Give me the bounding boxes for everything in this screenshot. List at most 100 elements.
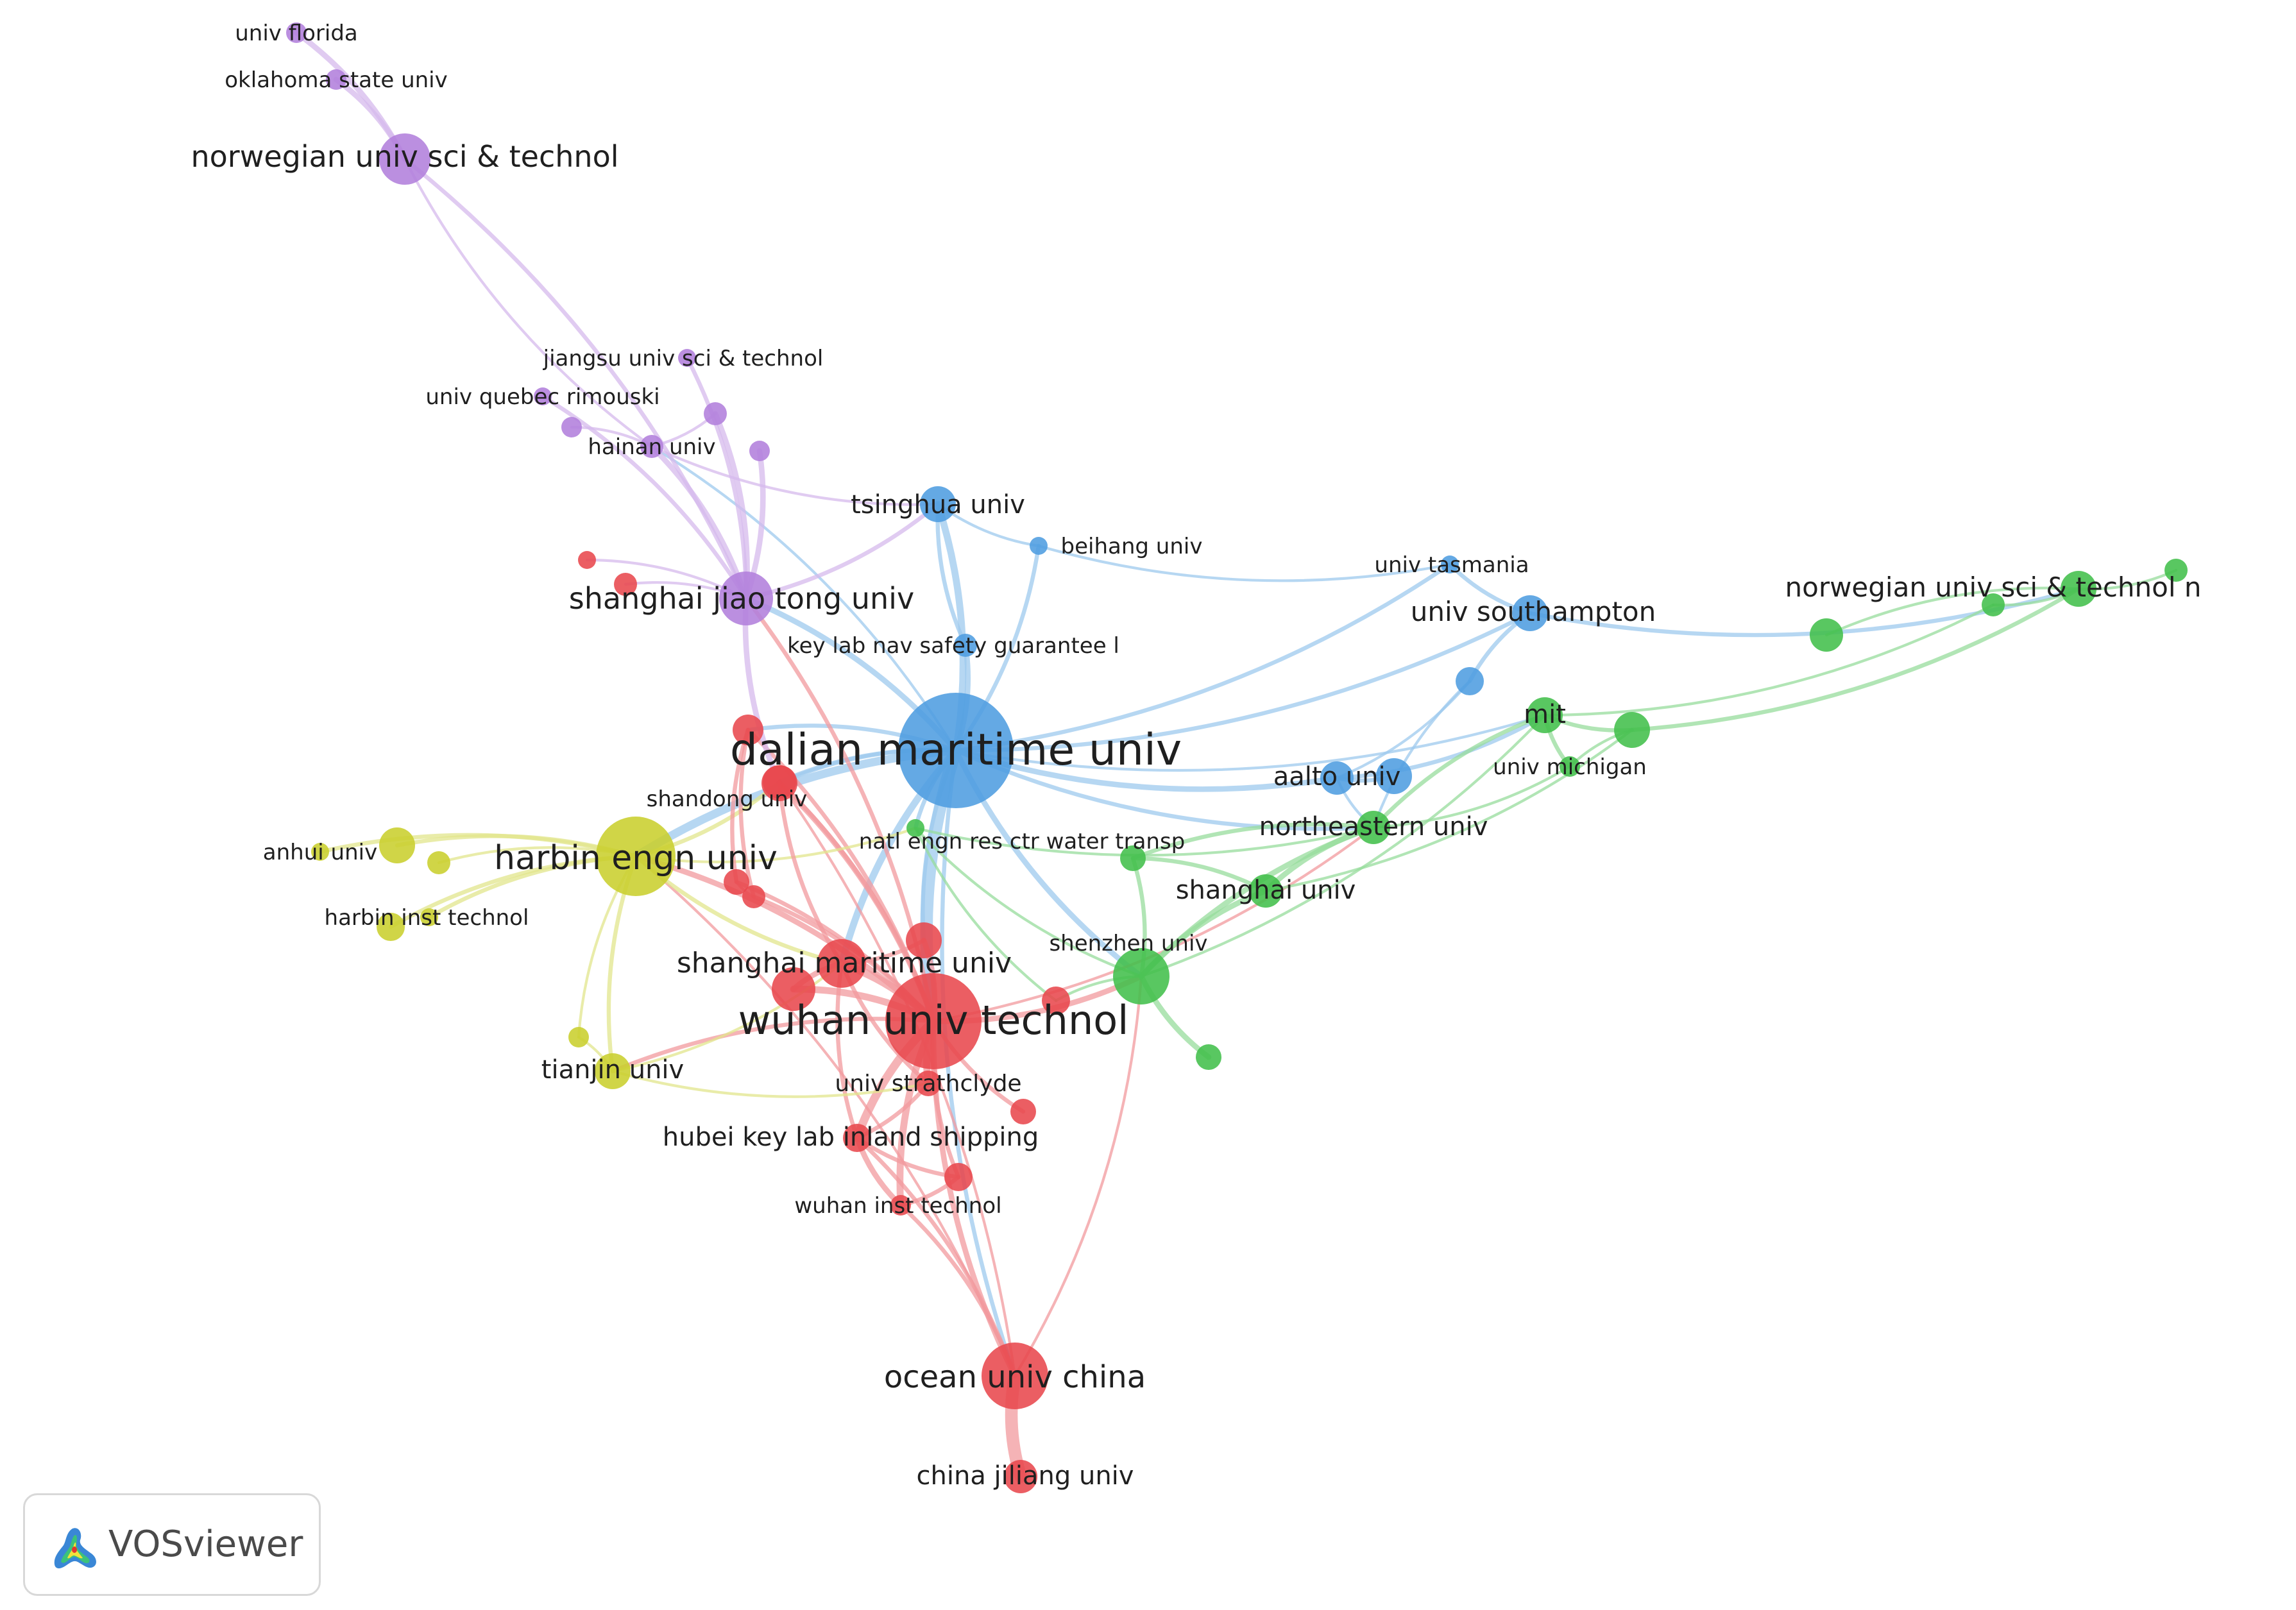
label-wit[interactable]: wuhan inst technol [794,1193,1001,1219]
node-ner[interactable] [906,819,924,837]
label-hnu[interactable]: hainan univ [588,434,715,460]
link-shu-g5 [1130,856,1268,894]
label-hkl[interactable]: hubei key lab inland shipping [663,1123,1039,1152]
label-just[interactable]: jiangsu univ sci & technol [543,346,824,371]
node-g4[interactable] [1810,618,1843,652]
vosviewer-logo: VOSviewer [23,1493,321,1596]
label-neu[interactable]: northeastern univ [1259,812,1488,842]
node-wit[interactable] [890,1195,911,1216]
node-ouc[interactable] [982,1343,1048,1409]
label-mit[interactable]: mit [1524,700,1566,729]
node-tsu[interactable] [920,486,956,522]
label-ouc[interactable]: ocean univ china [884,1359,1146,1395]
node-aalto[interactable] [1320,761,1354,795]
label-beih[interactable]: beihang univ [1061,534,1203,559]
label-heu[interactable]: harbin engn univ [494,839,778,877]
node-nust[interactable] [379,133,430,185]
node-r4[interactable] [761,765,797,801]
node-tju[interactable] [595,1053,631,1089]
node-smu[interactable] [817,939,866,988]
label-tsu[interactable]: tsinghua univ [851,490,1025,520]
node-hit[interactable] [420,908,438,926]
node-wut[interactable] [885,973,982,1069]
node-b1[interactable] [1376,758,1412,794]
label-uqar[interactable]: univ quebec rimouski [425,384,659,410]
node-g2[interactable] [1982,593,2005,616]
node-shz[interactable] [1113,948,1169,1004]
node-nustn[interactable] [2061,571,2096,607]
node-uqar[interactable] [534,387,552,405]
label-soton[interactable]: univ southampton [1411,596,1656,627]
label-keylab[interactable]: key lab nav safety guarantee l [787,633,1119,659]
node-neu[interactable] [1357,811,1390,844]
node-p1[interactable] [704,402,727,425]
label-smu[interactable]: shanghai maritime univ [677,947,1012,979]
node-heu[interactable] [596,817,676,896]
label-sjtu[interactable]: shanghai jiao tong univ [569,581,914,616]
label-tju[interactable]: tianjin univ [541,1055,684,1085]
link-shz-mit [1139,713,1547,978]
node-y1[interactable] [379,827,415,863]
node-g5[interactable] [1120,845,1146,871]
node-beih[interactable] [1030,537,1048,555]
label-shz[interactable]: shenzhen univ [1049,931,1207,956]
node-hnu[interactable] [640,435,663,458]
node-g6[interactable] [1196,1044,1221,1070]
label-ahu[interactable]: anhui univ [263,840,377,865]
node-ufl[interactable] [286,22,307,43]
node-r2[interactable] [614,573,637,596]
label-okst[interactable]: oklahoma state univ [225,67,448,93]
label-umich[interactable]: univ michigan [1493,754,1647,780]
node-r10[interactable] [1010,1099,1036,1124]
node-soton[interactable] [1512,595,1548,631]
label-aalto[interactable]: aalto univ [1273,762,1401,792]
node-r11[interactable] [944,1163,973,1191]
node-sjtu[interactable] [719,572,773,625]
label-nust[interactable]: norwegian univ sci & technol [191,139,618,174]
label-cjlu[interactable]: china jiliang univ [917,1461,1134,1491]
node-y2[interactable] [427,851,450,874]
node-okst[interactable] [326,69,346,90]
node-utas[interactable] [1441,555,1459,573]
node-r5[interactable] [1042,987,1070,1015]
label-wut[interactable]: wuhan univ technol [738,997,1129,1044]
node-p3[interactable] [561,417,582,437]
label-ufl[interactable]: univ florida [235,21,358,46]
label-shu[interactable]: shanghai univ [1176,876,1356,905]
node-b2[interactable] [1456,667,1484,695]
label-hit[interactable]: harbin inst technol [325,905,529,931]
link-r3-r6 [730,727,751,885]
node-mit[interactable] [1527,697,1563,733]
node-r3[interactable] [733,715,763,745]
node-hkl[interactable] [843,1124,871,1152]
node-r6[interactable] [724,869,749,895]
node-g3[interactable] [2164,559,2188,582]
node-ahu[interactable] [311,843,329,861]
link-ouc-shz [1013,974,1143,1378]
node-keylab[interactable] [954,634,977,657]
label-utas[interactable]: univ tasmania [1374,552,1529,578]
node-just[interactable] [678,349,696,367]
node-umich[interactable] [1560,756,1580,777]
link-dmu-utas [953,562,1452,753]
label-ner[interactable]: natl engn res ctr water transp [859,829,1186,854]
node-ustr[interactable] [915,1071,941,1096]
link-sjtu-tsu [744,502,940,601]
node-r9[interactable] [742,885,765,908]
node-g1[interactable] [1614,712,1650,748]
node-r7[interactable] [906,922,942,958]
node-shu[interactable] [1249,874,1282,908]
node-cjlu[interactable] [1004,1460,1037,1493]
node-y3[interactable] [377,913,405,941]
node-dmu[interactable] [898,693,1014,808]
label-nustn[interactable]: norwegian univ sci & technol n [1785,572,2202,603]
node-r8[interactable] [772,967,815,1011]
node-p2[interactable] [749,441,770,461]
label-sdu[interactable]: shandong univ [647,786,808,812]
label-dmu[interactable]: dalian maritime univ [730,725,1182,775]
link-wut-heu [633,853,937,1024]
node-r1[interactable] [578,551,596,569]
node-y4[interactable] [568,1027,589,1047]
label-ustr[interactable]: univ strathclyde [835,1071,1021,1097]
